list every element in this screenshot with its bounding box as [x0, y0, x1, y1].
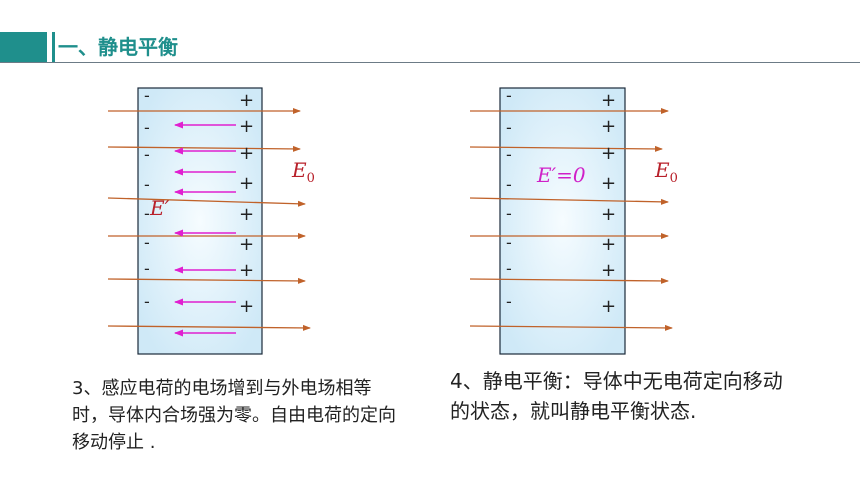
minus-charge: - — [506, 86, 512, 105]
field-line — [469, 197, 669, 205]
external-field-label: E0 — [291, 158, 315, 186]
induced-field-label: E′ — [149, 196, 170, 220]
field-line — [107, 197, 306, 207]
minus-charge: - — [144, 259, 150, 278]
plus-charge: + — [601, 173, 616, 194]
left-minus-charges: - - - - - - - - — [144, 86, 150, 311]
minus-charge: - — [506, 175, 512, 194]
right-field-lines — [469, 108, 673, 331]
caption-step-3: 3、感应电荷的电场增到与外电场相等时，导体内合场强为零。自由电荷的定向移动停止 … — [72, 378, 396, 453]
caption-step-4: 4、静电平衡：导体中无电荷定向移动的状态，就叫静电平衡状态. — [450, 369, 783, 423]
plus-charge: + — [239, 204, 254, 225]
field-line — [107, 145, 301, 152]
plus-charge: + — [601, 260, 616, 281]
right-conductor-slab — [499, 87, 626, 355]
plus-charge: + — [239, 143, 254, 164]
right-plus-charges: + + + + + + + + — [601, 90, 616, 317]
minus-charge: - — [144, 233, 150, 252]
field-line — [107, 277, 306, 284]
plus-charge: + — [239, 173, 254, 194]
plus-charge: + — [601, 204, 616, 225]
plus-charge: + — [239, 116, 254, 137]
header-accent-bar — [52, 32, 55, 62]
minus-charge: - — [144, 86, 150, 105]
plus-charge: + — [601, 234, 616, 255]
left-conductor-diagram: - - - - - - - - + + + + + + + + E′ E0 — [107, 86, 315, 355]
minus-charge: - — [144, 204, 150, 223]
minus-charge: - — [506, 233, 512, 252]
page-title: 一、静电平衡 — [58, 35, 178, 59]
minus-charge: - — [506, 292, 512, 311]
left-conductor-slab — [137, 87, 263, 355]
plus-charge: + — [239, 234, 254, 255]
external-field-label: E0 — [654, 158, 678, 186]
right-minus-charges: - - - - - - - - — [506, 86, 512, 311]
header-divider — [0, 62, 860, 63]
minus-charge: - — [506, 204, 512, 223]
left-field-lines — [107, 108, 311, 331]
field-line — [469, 277, 669, 284]
minus-charge: - — [144, 292, 150, 311]
minus-charge: - — [506, 259, 512, 278]
minus-charge: - — [144, 175, 150, 194]
header-accent-block — [0, 32, 47, 62]
plus-charge: + — [601, 296, 616, 317]
left-induced-arrows — [174, 121, 236, 337]
plus-charge: + — [601, 143, 616, 164]
field-line — [469, 145, 663, 152]
minus-charge: - — [144, 118, 150, 137]
plus-charge: + — [239, 90, 254, 111]
field-line — [107, 324, 311, 331]
minus-charge: - — [506, 145, 512, 164]
right-conductor-diagram: - - - - - - - - + + + + + + + + E′=0 E0 — [469, 86, 678, 355]
field-line — [469, 324, 673, 331]
plus-charge: + — [239, 260, 254, 281]
zero-field-label: E′=0 — [536, 163, 586, 187]
plus-charge: + — [239, 296, 254, 317]
minus-charge: - — [506, 118, 512, 137]
plus-charge: + — [601, 90, 616, 111]
plus-charge: + — [601, 116, 616, 137]
minus-charge: - — [144, 145, 150, 164]
left-plus-charges: + + + + + + + + — [239, 90, 254, 317]
